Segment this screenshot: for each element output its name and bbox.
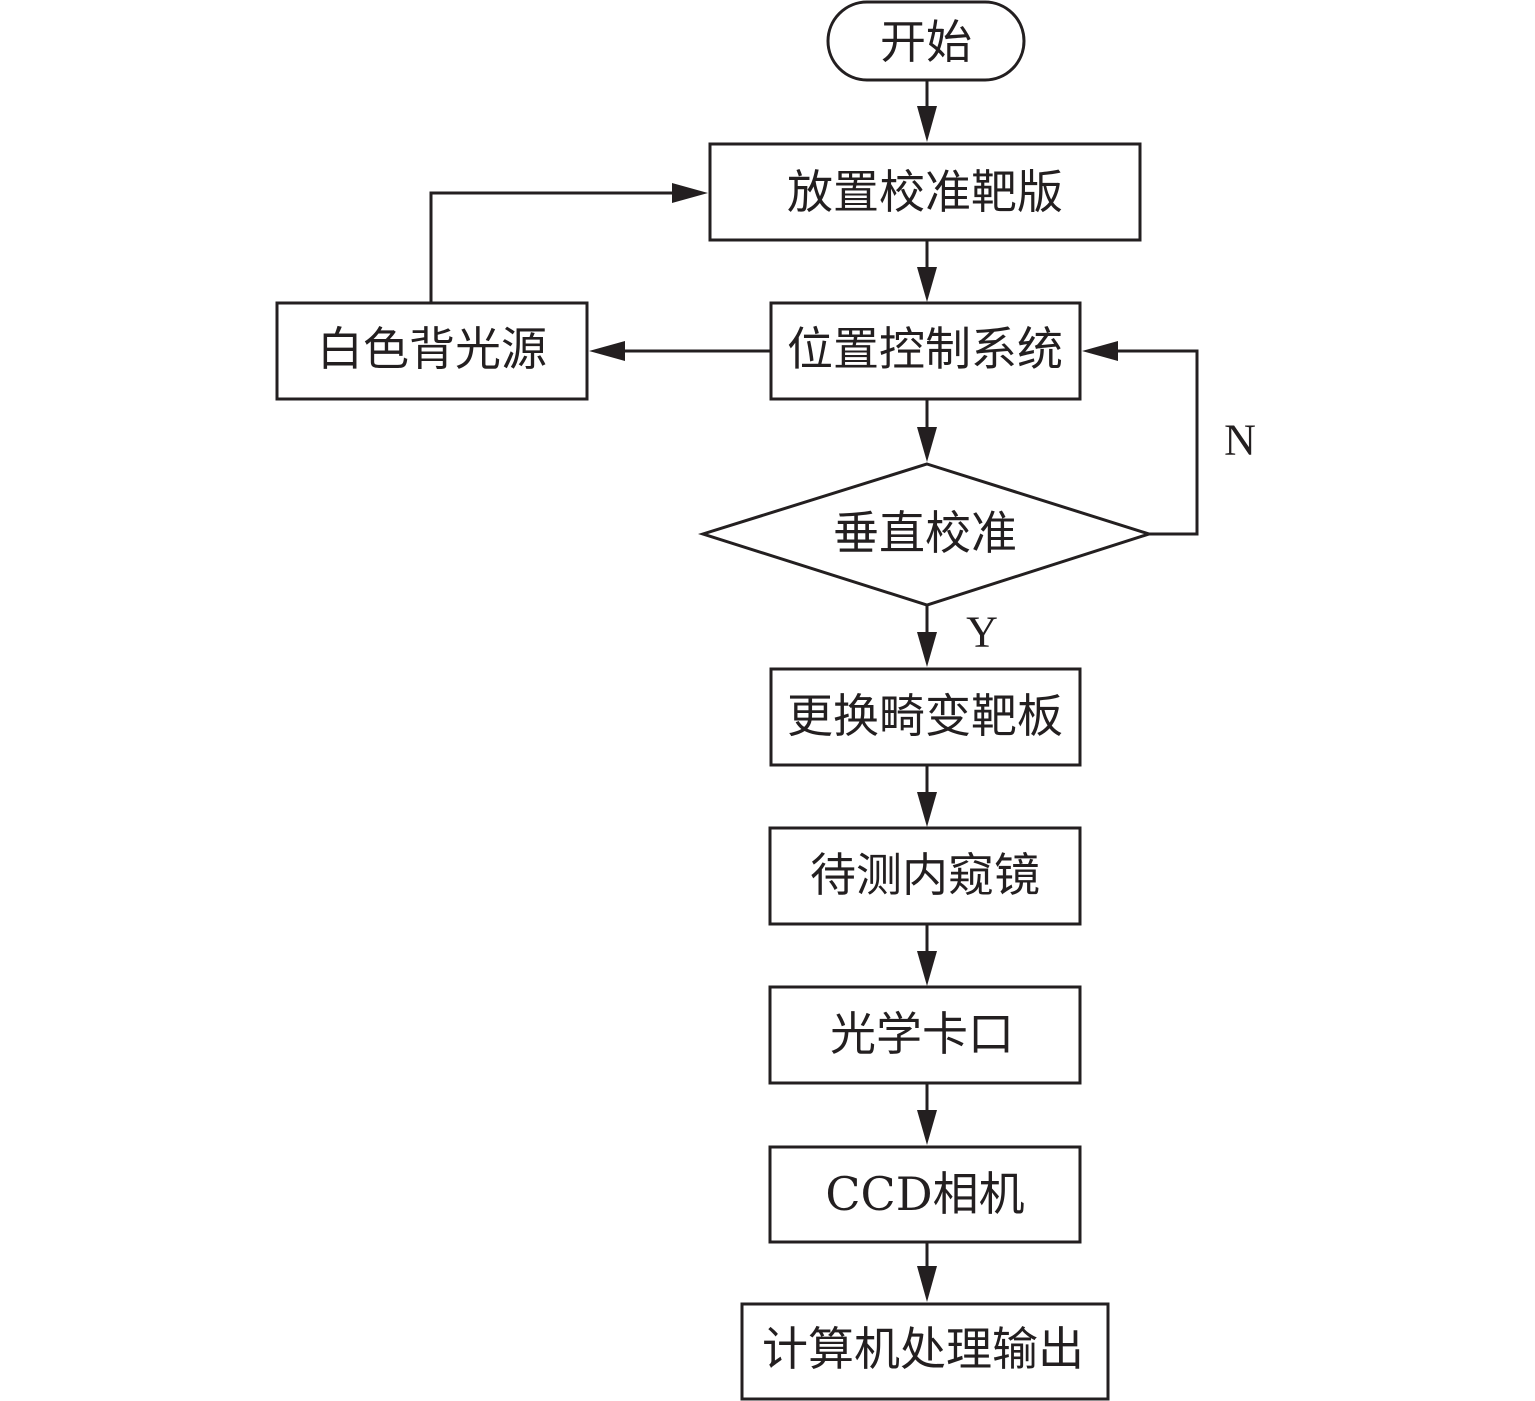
node-optical-mount-label: 光学卡口 xyxy=(830,1007,1014,1061)
edge-replace-target-to-endoscope xyxy=(917,765,937,827)
node-computer-output-label: 计算机处理输出 xyxy=(762,1322,1084,1376)
edge-backlight-to-place-target xyxy=(429,183,708,303)
node-white-backlight: 白色背光源 xyxy=(275,301,589,401)
node-ccd-camera: CCD相机 xyxy=(768,1145,1082,1244)
arrow-down-icon xyxy=(917,951,937,986)
arrow-down-icon xyxy=(917,1266,937,1302)
edge-ccd-to-computer xyxy=(917,1242,937,1302)
node-endoscope-under-test: 待测内窥镜 xyxy=(768,826,1082,926)
node-vertical-calibration: 垂直校准 xyxy=(698,462,1154,607)
arrow-left-icon xyxy=(589,341,625,361)
node-replace-distortion-target: 更换畸变靶板 xyxy=(769,667,1082,767)
arrow-left-icon xyxy=(1082,341,1118,361)
arrow-down-icon xyxy=(917,792,937,827)
edge-label-yes: Y xyxy=(966,608,998,657)
node-replace-distortion-target-label: 更换畸变靶板 xyxy=(787,689,1063,743)
node-optical-mount: 光学卡口 xyxy=(768,985,1082,1085)
arrow-right-icon xyxy=(672,183,708,203)
node-computer-output: 计算机处理输出 xyxy=(740,1302,1110,1401)
edge-decision-yes: Y xyxy=(917,605,998,667)
node-position-control-system-label: 位置控制系统 xyxy=(787,322,1063,376)
edge-position-control-to-decision xyxy=(917,399,937,462)
edge-label-no: N xyxy=(1224,416,1256,465)
edge-position-control-to-backlight xyxy=(589,341,771,361)
node-position-control-system: 位置控制系统 xyxy=(769,301,1082,401)
node-start: 开始 xyxy=(826,0,1026,82)
node-place-calibration-target: 放置校准靶版 xyxy=(708,142,1142,242)
edge-start-to-place-target xyxy=(917,80,937,142)
edge-optical-mount-to-ccd xyxy=(917,1083,937,1145)
node-white-backlight-label: 白色背光源 xyxy=(317,322,547,376)
arrow-down-icon xyxy=(917,427,937,462)
node-vertical-calibration-label: 垂直校准 xyxy=(833,506,1017,560)
edge-decision-no-loop: N xyxy=(1082,341,1256,536)
arrow-down-icon xyxy=(917,632,937,667)
arrow-down-icon xyxy=(917,106,937,142)
edge-place-target-to-position-control xyxy=(917,240,937,302)
edge-endoscope-to-optical-mount xyxy=(917,924,937,986)
node-start-label: 开始 xyxy=(880,15,972,69)
node-place-calibration-target-label: 放置校准靶版 xyxy=(787,165,1063,219)
node-endoscope-under-test-label: 待测内窥镜 xyxy=(810,848,1040,902)
arrow-down-icon xyxy=(917,267,937,302)
arrow-down-icon xyxy=(917,1110,937,1145)
node-ccd-camera-label: CCD相机 xyxy=(825,1167,1024,1221)
